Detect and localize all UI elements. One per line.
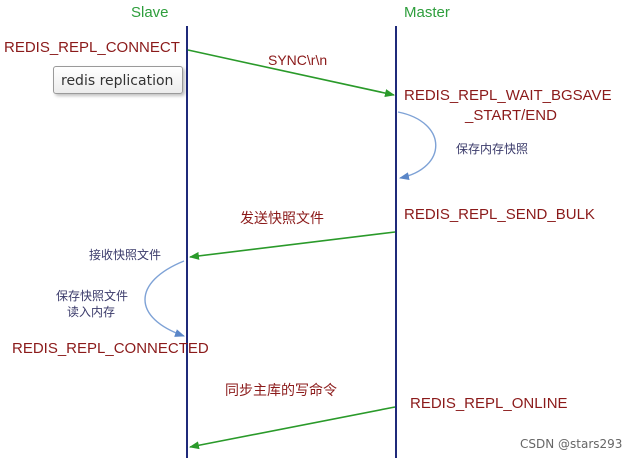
save-snapshot-note-line2: 读入内存 [67,305,116,319]
send-snapshot-label: 发送快照文件 [240,211,324,227]
csdn-watermark: CSDN @stars293 [520,437,623,451]
sync-message-label: SYNC\r\n [268,52,328,68]
write-commands-arrow [189,406,396,450]
write-commands-label: 同步主库的写命令 [225,383,337,399]
state-repl-connected: REDIS_REPL_CONNECTED [12,340,209,357]
receive-snapshot-note: 接收快照文件 [89,248,162,262]
tooltip-text: redis replication [61,73,174,89]
slave-lane-label: Slave [131,4,169,21]
redis-replication-tooltip: redis replication [53,66,183,94]
save-snapshot-note-line1: 保存快照文件 [56,289,129,303]
state-wait-bgsave-line2: _START/END [465,107,557,124]
state-wait-bgsave-line1: REDIS_REPL_WAIT_BGSAVE [404,87,612,104]
master-lane-label: Master [404,4,450,21]
slave-load-curve [144,260,185,337]
save-memory-snapshot-note: 保存内存快照 [456,142,529,156]
sync-arrow [187,49,395,97]
state-send-bulk: REDIS_REPL_SEND_BULK [404,206,595,223]
state-repl-connect: REDIS_REPL_CONNECT [4,39,180,56]
state-repl-online: REDIS_REPL_ONLINE [410,395,568,412]
send-snapshot-arrow [189,231,396,260]
master-bgsave-curve [397,111,437,181]
